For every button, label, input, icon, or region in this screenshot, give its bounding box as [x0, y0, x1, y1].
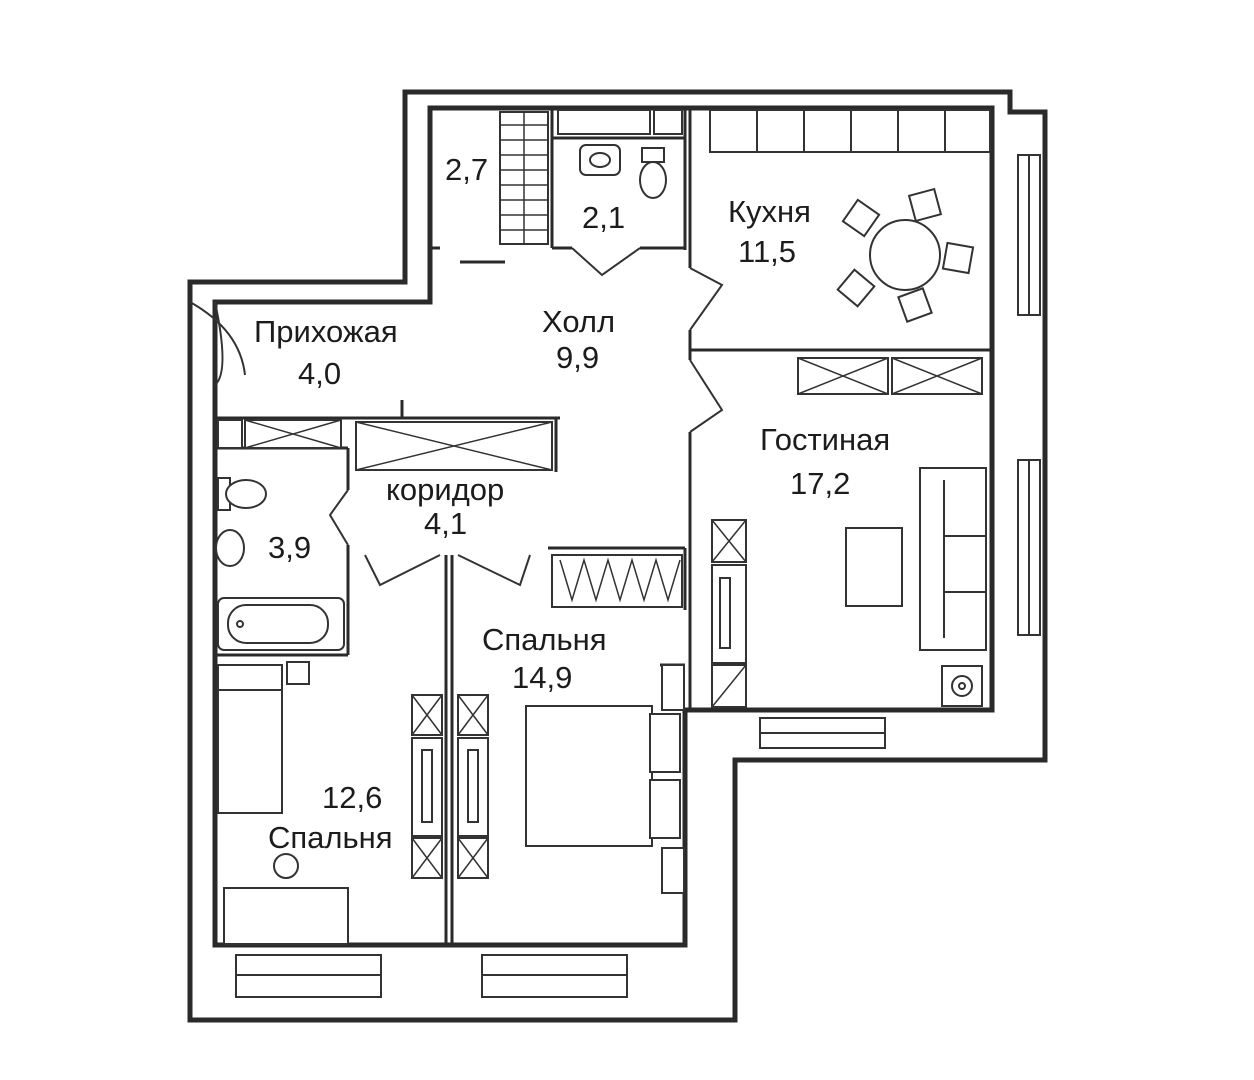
doors	[189, 247, 724, 587]
interior-walls	[215, 108, 992, 945]
living-label: Гостиная	[760, 422, 890, 457]
storage-area: 2,7	[445, 152, 488, 187]
bathroom-area: 3,9	[268, 530, 311, 565]
wc-area: 2,1	[582, 200, 625, 235]
corridor-area: 4,1	[424, 506, 467, 541]
kitchen-area: 11,5	[738, 234, 796, 269]
windows	[235, 109, 1041, 998]
living-area: 17,2	[790, 466, 850, 501]
hall-label: Холл	[542, 304, 615, 339]
room-labels: 2,7 2,1 Кухня 11,5 Прихожая 4,0 Холл 9,9…	[254, 152, 890, 855]
kitchen-label: Кухня	[728, 194, 811, 229]
bedroom2-area: 12,6	[322, 780, 382, 815]
entrance-area: 4,0	[298, 356, 341, 391]
outer-walls	[187, 89, 1048, 1023]
entrance-label: Прихожая	[254, 314, 398, 349]
wardrobes	[217, 109, 983, 879]
hall-area: 9,9	[556, 340, 599, 375]
furniture	[215, 144, 987, 945]
bedroom2-label: Спальня	[268, 820, 393, 855]
bedroom1-area: 14,9	[512, 660, 572, 695]
bedroom1-label: Спальня	[482, 622, 607, 657]
corridor-label: коридор	[386, 472, 504, 507]
